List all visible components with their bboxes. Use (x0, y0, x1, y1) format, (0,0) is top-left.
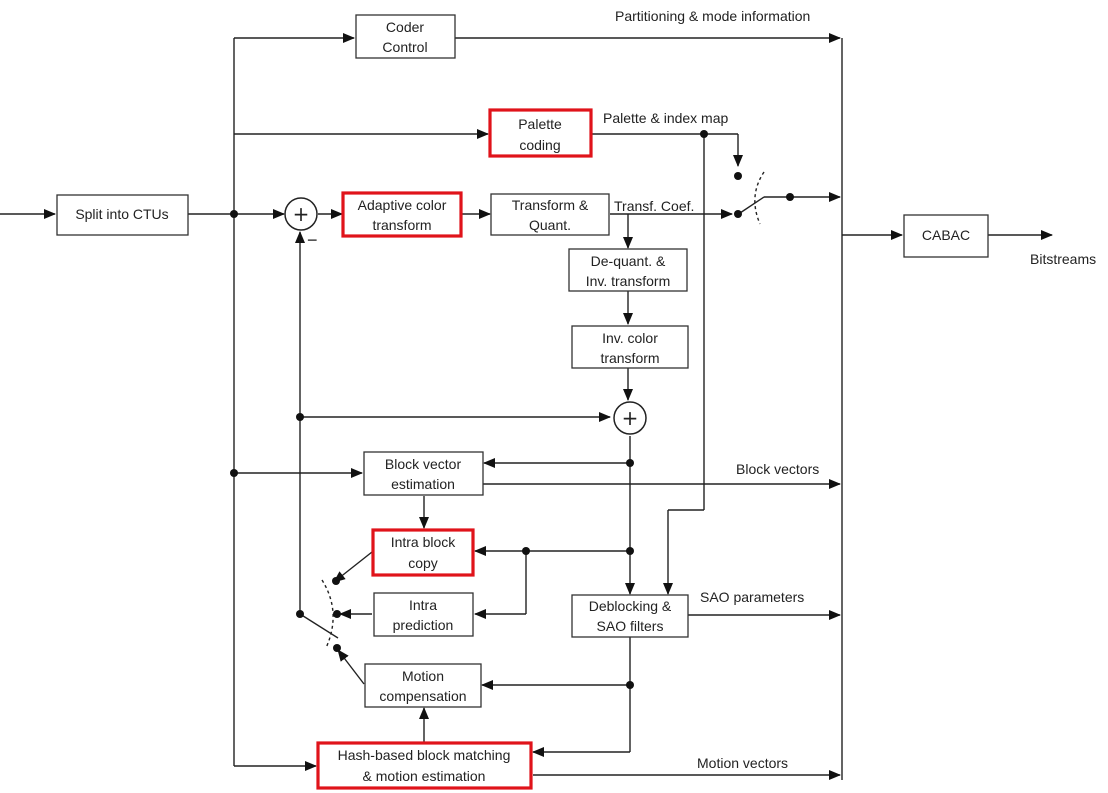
deblock-line1: Deblocking & (589, 598, 672, 614)
motion-vectors-label: Motion vectors (697, 755, 788, 771)
minus-symbol: − (307, 230, 318, 250)
adaptive-color-transform-block: Adaptive color transform (341, 191, 463, 238)
inv-color-line1: Inv. color (602, 330, 658, 346)
junction-dot (626, 459, 634, 467)
switch-contact-dot (734, 210, 742, 218)
switch-contact-dot (734, 172, 742, 180)
junction-dot (700, 130, 708, 138)
switch-contact-dot (332, 577, 340, 585)
junction-dot (296, 413, 304, 421)
hash-line2: & motion estimation (363, 768, 486, 784)
residual-sum-node: + (284, 197, 318, 231)
bv-line1: Block vector (385, 456, 462, 472)
reconstruction-sum-node: + (613, 401, 647, 435)
intra-line2: prediction (393, 617, 454, 633)
hash-line1: Hash-based block matching (338, 747, 511, 763)
deblock-line2: SAO filters (597, 618, 664, 634)
split-ctus-block: Split into CTUs (56, 194, 189, 236)
switch-contact-dot (333, 610, 341, 618)
coder-control-line1: Coder (386, 19, 424, 35)
act-line1: Adaptive color (358, 197, 447, 213)
switch-pivot-dot (786, 193, 794, 201)
palette-index-label: Palette & index map (603, 110, 729, 126)
switch-lever-top (739, 196, 765, 214)
inv-color-transform-block: Inv. color transform (571, 325, 689, 369)
block-vectors-label: Block vectors (736, 461, 819, 477)
connections (0, 33, 1053, 780)
junction-dot (296, 610, 304, 618)
cabac-label: CABAC (922, 227, 970, 243)
block-vector-estimation-block: Block vector estimation (363, 451, 484, 496)
mc-to-switch-arrow (337, 649, 365, 685)
junction-dot (230, 210, 238, 218)
dequant-line2: Inv. transform (586, 273, 671, 289)
mc-line1: Motion (402, 668, 444, 684)
junction-dot (230, 469, 238, 477)
bv-line2: estimation (391, 476, 455, 492)
intra-prediction-block: Intra prediction (373, 592, 474, 637)
transform-line1: Transform & (512, 197, 589, 213)
palette-line1: Palette (518, 116, 562, 132)
junction-dots (230, 130, 794, 689)
bitstreams-label: Bitstreams (1030, 251, 1096, 267)
junction-dot (626, 681, 634, 689)
intra-block-copy-block: Intra block copy (371, 528, 475, 577)
switch-contact-dot (333, 644, 341, 652)
transf-coef-label: Transf. Coef. (614, 198, 694, 214)
inv-color-line2: transform (600, 350, 659, 366)
ibc-to-switch-arrow (333, 551, 373, 583)
switch-lever-left (299, 613, 339, 639)
hash-block-matching-block: Hash-based block matching & motion estim… (316, 741, 533, 790)
coder-control-line2: Control (382, 39, 427, 55)
act-line2: transform (372, 217, 431, 233)
dequant-block: De-quant. & Inv. transform (568, 248, 688, 292)
ibc-line2: copy (408, 555, 438, 571)
transform-line2: Quant. (529, 217, 571, 233)
split-ctus-label: Split into CTUs (75, 206, 168, 222)
coef-switch-arc (754, 171, 765, 225)
palette-line2: coding (519, 137, 560, 153)
mc-line2: compensation (379, 688, 466, 704)
ibc-line1: Intra block (391, 534, 457, 550)
coder-control-block: Coder Control (355, 14, 456, 59)
sao-parameters-label: SAO parameters (700, 589, 804, 605)
plus-symbol: + (622, 406, 639, 430)
dequant-line1: De-quant. & (591, 253, 666, 269)
junction-dot (522, 547, 530, 555)
palette-coding-block: Palette coding (488, 108, 593, 158)
intra-line1: Intra (409, 597, 437, 613)
cabac-block: CABAC (903, 214, 989, 258)
junction-dot (626, 547, 634, 555)
deblocking-sao-block: Deblocking & SAO filters (571, 594, 689, 638)
partitioning-label: Partitioning & mode information (615, 8, 810, 24)
motion-compensation-block: Motion compensation (364, 663, 482, 708)
plus-symbol: + (293, 202, 310, 226)
pred-switch-arc (321, 579, 334, 649)
transform-quant-block: Transform & Quant. (490, 193, 610, 236)
